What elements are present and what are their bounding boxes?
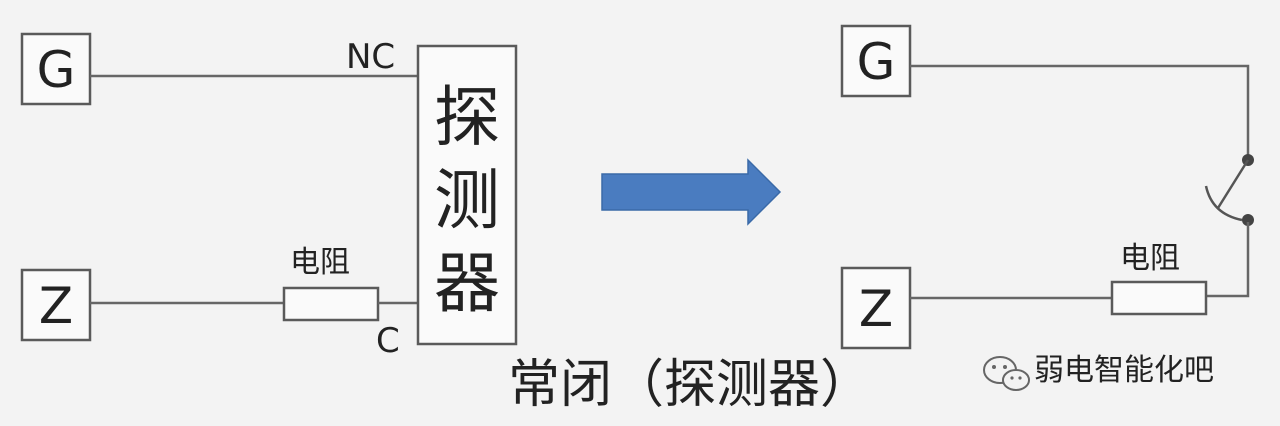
detector-char-2: 测 [434,162,500,239]
right-z-terminal-label: Z [859,280,893,338]
wechat-logo-icon [983,356,1030,391]
right-return-wire [1206,222,1250,298]
left-resistor [282,286,380,322]
nc-label: NC [346,37,395,77]
right-resistor-label: 电阻 [1120,241,1180,276]
left-g-terminal-label: G [37,41,76,99]
left-resistor-label: 电阻 [290,245,350,280]
detector-box [416,44,518,346]
switch-arc [1204,185,1243,222]
c-label: C [376,321,400,361]
right-g-terminal-box [840,24,912,98]
detector-char-1: 探 [434,79,500,156]
switch-blade [1216,159,1250,209]
caption: 常闭（探测器） [508,355,872,415]
right-g-terminal-label: G [857,33,896,91]
watermark-text: 弱电智能化吧 [1034,353,1214,388]
switch-lower-contact [1242,214,1254,226]
left-z-terminal-label: Z [39,277,73,335]
right-g-wire [910,64,1250,158]
right-resistor [1110,280,1208,316]
left-z-terminal-box [20,268,92,342]
right-z-terminal-box [840,266,912,350]
transition-arrow [601,158,782,226]
left-g-terminal-box [20,32,92,106]
detector-char-3: 器 [434,245,500,322]
